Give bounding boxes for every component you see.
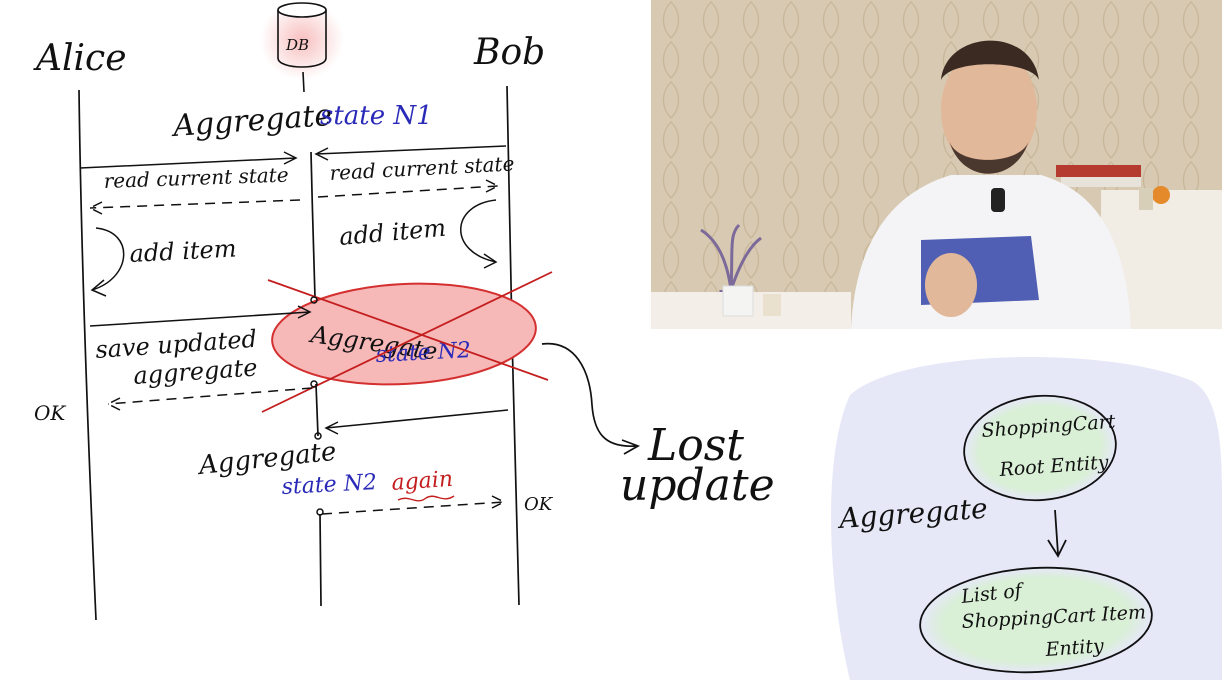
participant-alice: Alice	[33, 38, 127, 79]
bob-save-arrow	[324, 409, 509, 435]
shopping-cart-root-node	[963, 394, 1117, 502]
state-n1-label: Aggregate state N1	[169, 98, 433, 144]
db-lifeline	[310, 151, 316, 299]
alice-read-request-arrow	[79, 151, 298, 169]
bob-read-request-arrow	[314, 145, 507, 161]
participant-bob: Bob	[473, 32, 545, 73]
alice-save-response-arrow	[106, 387, 313, 411]
state-n1-value: state N1	[320, 101, 433, 131]
orange	[1152, 186, 1170, 204]
db-lifeline-bottom	[319, 513, 322, 607]
lost-update-line2: update	[620, 460, 775, 511]
state-n2-value: state N2	[375, 338, 472, 368]
alice-ok-label: OK	[34, 401, 66, 425]
bob-ok-label: OK	[524, 494, 554, 515]
read-arrows	[79, 145, 507, 215]
candle	[1139, 188, 1153, 210]
add-item-loops	[90, 199, 498, 297]
shopping-cart-items-node	[919, 566, 1153, 674]
state-n1-prefix: Aggregate	[169, 98, 333, 144]
vase	[722, 285, 754, 317]
alice-read-label: read current state	[103, 163, 289, 193]
bob-save-response-arrow	[321, 495, 506, 515]
books	[1056, 165, 1141, 177]
alice-add-item-loop	[90, 227, 125, 297]
bob-add-item-label: add item	[338, 214, 447, 251]
bob-add-item-loop	[460, 199, 498, 269]
root-to-items-arrow	[1047, 509, 1067, 558]
alice-save-arrow	[89, 305, 312, 327]
state-n2-highlight	[271, 282, 537, 386]
bob-read-response-arrow	[317, 179, 500, 198]
alice-read-response-arrow	[88, 199, 301, 215]
save-arrows	[89, 296, 509, 516]
alice-lifeline	[78, 89, 97, 621]
lost-update-line1: Lost	[647, 420, 744, 471]
lost-update-pointer	[541, 342, 640, 455]
state-n2-conflict: Aggregate state N2	[261, 271, 553, 413]
presenter-video	[651, 0, 1222, 329]
db-lifeline-lower	[315, 383, 319, 437]
state-n2-again-value: state N2	[281, 470, 378, 500]
alice-add-item-label: add item	[129, 234, 237, 268]
items-node-line3: Entity	[1044, 635, 1105, 661]
database-label: DB	[285, 36, 309, 54]
database-icon: DB	[260, 0, 344, 93]
state-n2-again-suffix: again	[391, 467, 454, 496]
aggregate-panel: Aggregate ShoppingCart Root Entity List …	[831, 357, 1222, 680]
lavender-plant	[700, 223, 762, 292]
state-n2-again-label: Aggregate state N2 again	[196, 437, 455, 502]
presenter	[851, 40, 1131, 329]
again-underline	[397, 495, 455, 502]
